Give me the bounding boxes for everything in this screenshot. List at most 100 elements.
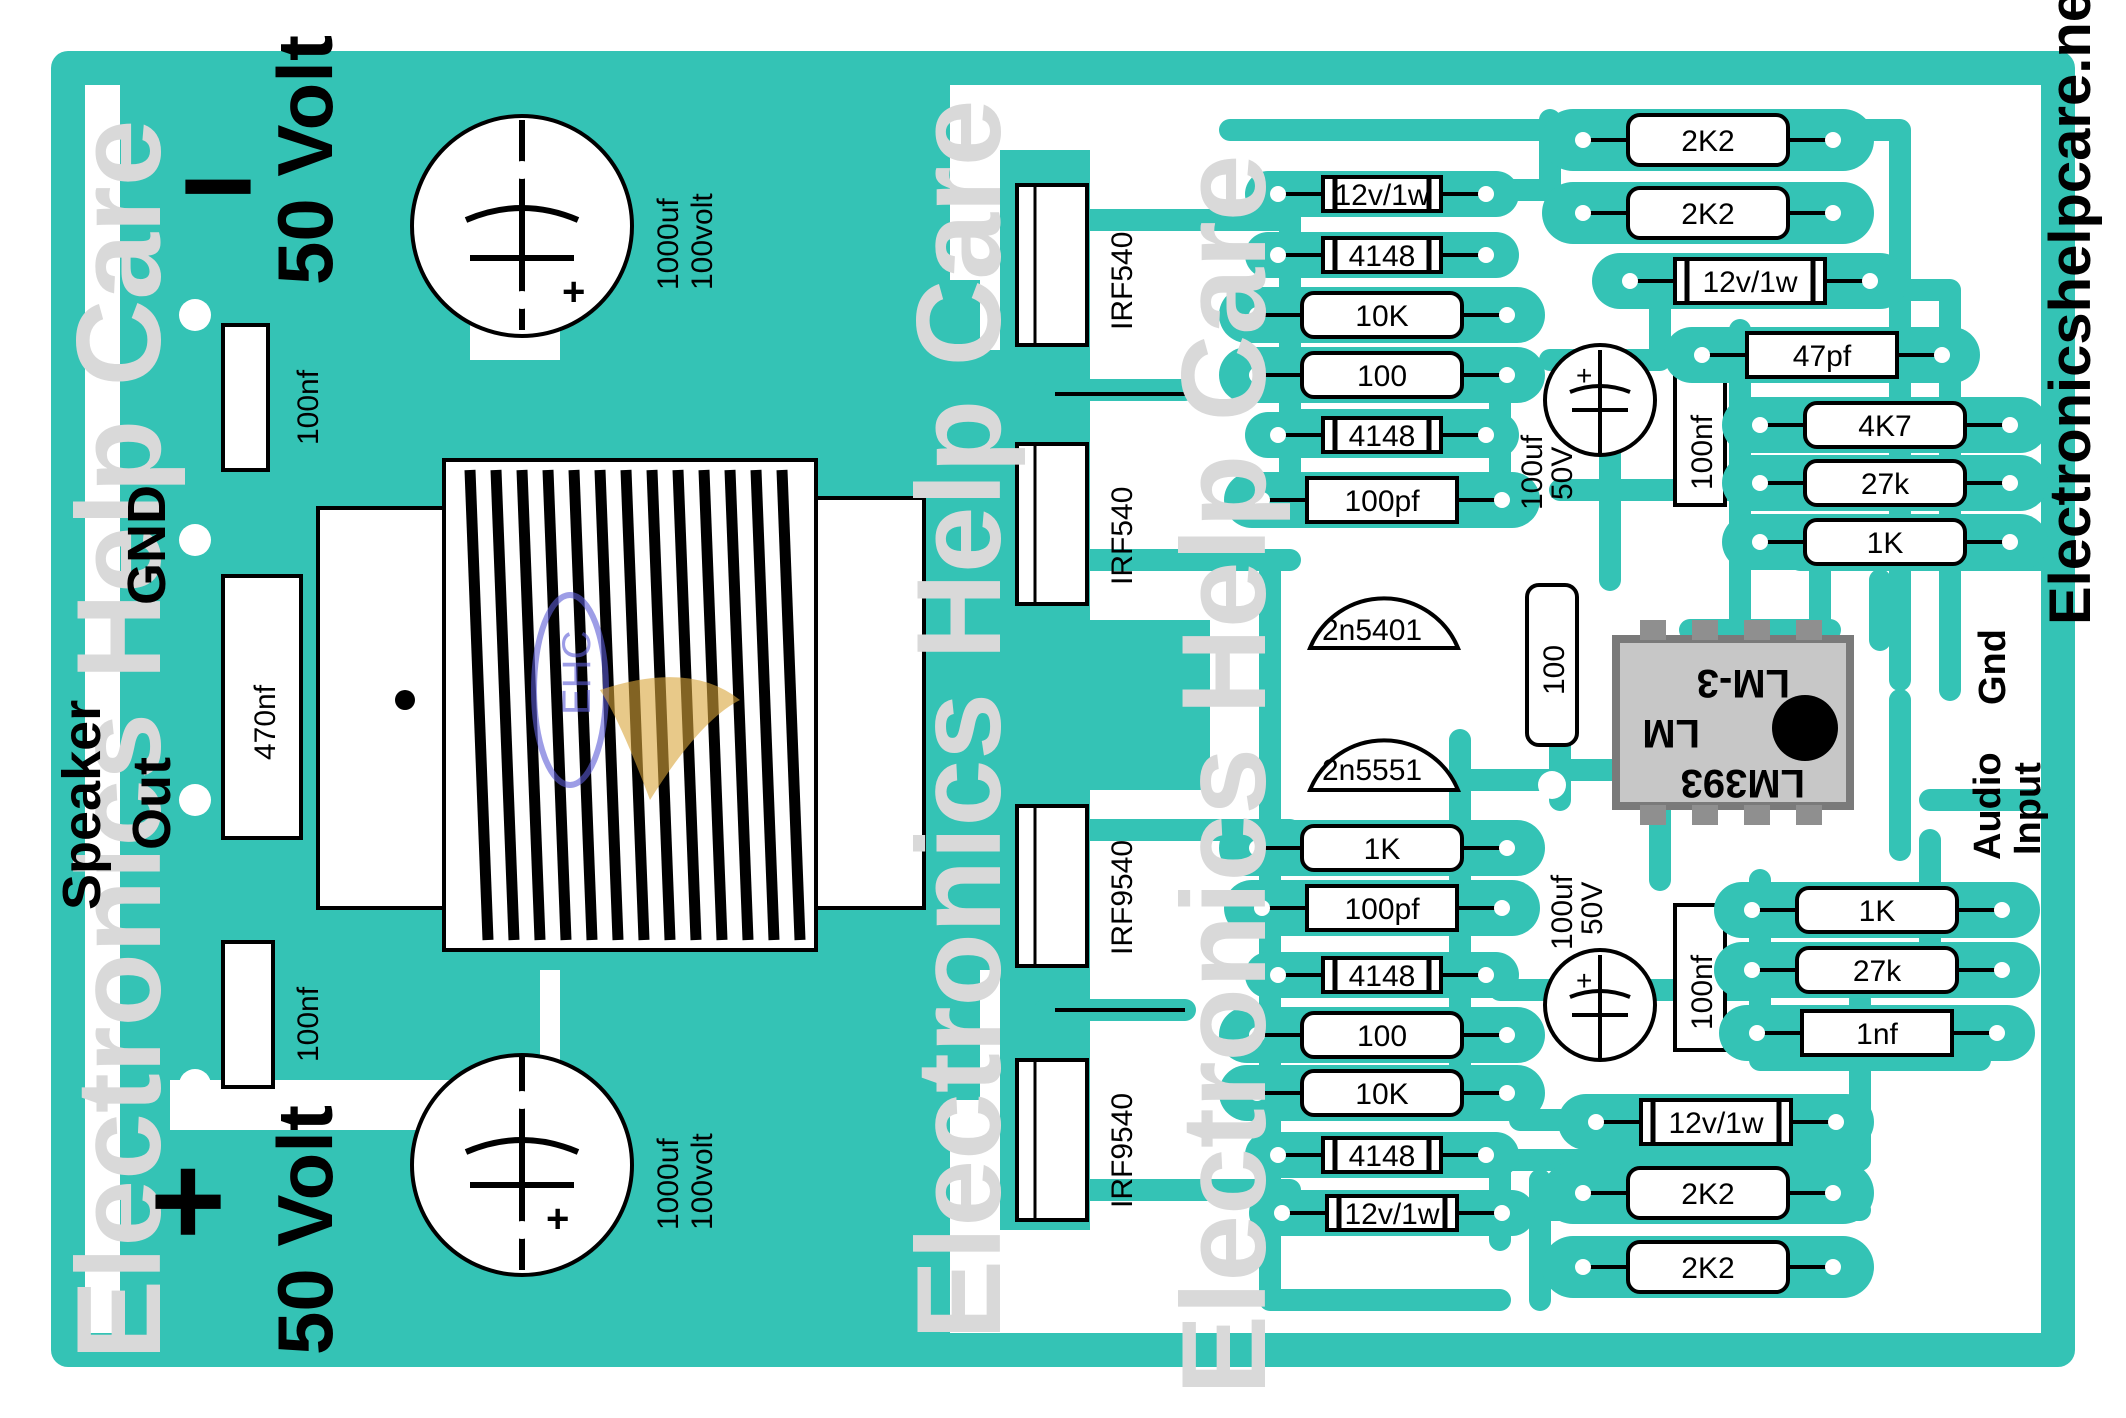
part-label-d2: 4148: [1349, 420, 1416, 453]
part-label-r1k-c: 1K: [1859, 895, 1896, 928]
cap-100nf-mid-top-label: 100nf: [1686, 414, 1719, 490]
part-r10k-1: 10K: [1219, 287, 1545, 343]
part-r2k2-2: 2K2: [1542, 182, 1874, 244]
resistor-100-vertical: [1525, 583, 1579, 747]
capacitor-c4: +: [1543, 948, 1657, 1062]
transistor-t2-label: 2n5551: [1322, 754, 1422, 787]
part-label-r1k-b: 1K: [1867, 527, 1904, 560]
capacitor-c2: +: [410, 1053, 634, 1277]
part-label-z1: 12v/1w: [1334, 179, 1429, 212]
part-label-r10k-2: 10K: [1355, 1078, 1408, 1111]
part-label-r2k2-2: 2K2: [1681, 198, 1734, 231]
outer-ground-trace: [51, 51, 2075, 1367]
watermark-text-a: Electronics Help Care: [52, 120, 186, 1361]
svg-text:+: +: [1576, 965, 1592, 996]
part-label-r1k-a: 1K: [1364, 833, 1401, 866]
part-label-pf2: 100pf: [1344, 893, 1420, 926]
c1-volt-label: 100volt: [686, 193, 719, 290]
c1-value-label: 1000uf: [652, 198, 685, 290]
c4-value-label: 100uf: [1546, 874, 1579, 950]
transistor-t1-label: 2n5401: [1322, 614, 1422, 647]
c2-volt-label: 100volt: [686, 1133, 719, 1230]
part-label-r100-1: 100: [1357, 360, 1407, 393]
mosfet-q2: [1015, 442, 1089, 606]
ic-line3: LM393: [1681, 761, 1806, 805]
gnd-label: GND: [117, 485, 177, 605]
part-label-z3: 12v/1w: [1702, 266, 1797, 299]
part-pf1: 100pf: [1224, 472, 1540, 528]
part-d1: 4148: [1245, 232, 1519, 278]
cap-100nf-bottom-label: 100nf: [292, 986, 325, 1062]
part-label-r100-2: 100: [1357, 1020, 1407, 1053]
part-r2k2-3: 2K2: [1542, 1162, 1874, 1224]
part-r27k-2: 27k: [1714, 942, 2040, 998]
c2-value-label: 1000uf: [652, 1138, 685, 1230]
mosfet-q4: [1015, 1058, 1089, 1222]
part-r1k-b: 1K: [1722, 514, 2048, 570]
part-pf2: 100pf: [1224, 880, 1540, 936]
resistor-100-vertical-label: 100: [1538, 645, 1571, 695]
watermark-text-b: Electronics Help Care: [892, 100, 1026, 1341]
part-r100-2: 100: [1219, 1007, 1545, 1063]
part-r1k-a: 1K: [1219, 820, 1545, 876]
part-r27k-1: 27k: [1722, 455, 2048, 511]
part-label-r4k7: 4K7: [1858, 410, 1911, 443]
part-label-r10k-1: 10K: [1355, 300, 1408, 333]
plus-50-volt-label: 50 Volt: [261, 1105, 349, 1355]
gnd-right-label: Gnd: [1972, 629, 2014, 705]
ic-lm393: [1612, 620, 1854, 825]
part-r4k7: 4K7: [1722, 397, 2048, 453]
c4-volt-label: 50V: [1576, 882, 1609, 935]
part-z3: 12v/1w: [1592, 253, 1908, 309]
mosfet-q4-label: IRF9540: [1106, 1093, 1139, 1208]
part-r2k2-4: 2K2: [1542, 1236, 1874, 1298]
speaker-label: Speaker: [52, 700, 112, 910]
part-z2: 12v/1w: [1249, 1190, 1535, 1236]
part-label-nf1: 1nf: [1856, 1018, 1898, 1051]
part-label-d3: 4148: [1349, 960, 1416, 993]
watermark-logo: EHC: [555, 631, 599, 715]
mosfet-q1-label: IRF540: [1106, 232, 1139, 330]
part-pf47: 47pf: [1664, 327, 1980, 383]
part-d2: 4148: [1245, 412, 1519, 458]
part-z4: 12v/1w: [1558, 1094, 1874, 1150]
part-z1: 12v/1w: [1245, 171, 1519, 217]
capacitor-c1: +: [410, 114, 634, 338]
part-r2k2-1: 2K2: [1542, 109, 1874, 171]
minus-50-volt-label: 50 Volt: [261, 35, 349, 285]
part-r100-1: 100: [1219, 347, 1545, 403]
svg-text:+: +: [1576, 360, 1592, 391]
input-label: Input: [2007, 762, 2049, 855]
cap-470nf: [221, 574, 303, 840]
mosfet-q1: [1015, 183, 1089, 347]
capacitor-c3: +: [1543, 343, 1657, 457]
part-r1k-c: 1K: [1714, 882, 2040, 938]
transistor-t1: [1307, 596, 1461, 650]
part-d3: 4148: [1245, 952, 1519, 998]
part-label-pf47: 47pf: [1793, 340, 1852, 373]
part-label-z4: 12v/1w: [1668, 1107, 1763, 1140]
part-label-d1: 4148: [1349, 240, 1416, 273]
part-label-pf1: 100pf: [1344, 485, 1420, 518]
part-label-r2k2-4: 2K2: [1681, 1252, 1734, 1285]
part-d4: 4148: [1245, 1132, 1519, 1178]
mosfet-q3-label: IRF9540: [1106, 840, 1139, 955]
part-label-d4: 4148: [1349, 1140, 1416, 1173]
terminal-pads: [179, 299, 415, 1101]
minus-sign: −: [180, 112, 256, 258]
ic-line2: LM: [1642, 711, 1700, 755]
ic-line1: LM-3: [1697, 661, 1790, 705]
plus-sign: +: [150, 1127, 226, 1273]
cap-100nf-mid-bottom-label: 100nf: [1686, 954, 1719, 1030]
transistor-t2: [1307, 738, 1461, 792]
svg-text:+: +: [546, 1197, 569, 1241]
part-label-z2: 12v/1w: [1344, 1198, 1439, 1231]
part-nf1: 1nf: [1719, 1005, 2035, 1061]
site-label: Electronicshelpcare.net: [2038, 0, 2103, 625]
part-label-r27k-1: 27k: [1861, 468, 1910, 501]
out-label: Out: [122, 757, 182, 850]
audio-label: Audio: [1967, 752, 2009, 860]
cap-470nf-label: 470nf: [249, 684, 282, 760]
mosfet-q3: [1015, 804, 1089, 968]
